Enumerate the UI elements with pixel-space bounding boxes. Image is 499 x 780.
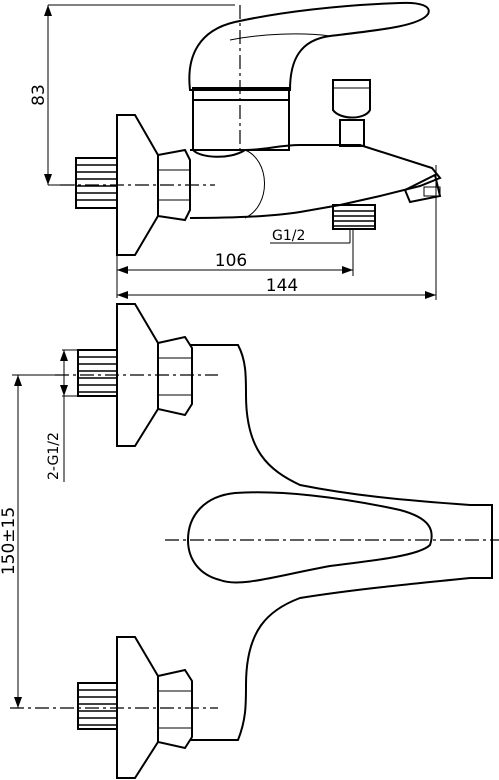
top-nut-upper xyxy=(157,335,193,417)
dimension-83: 83 xyxy=(29,4,235,186)
thread-g12-label: G1/2 xyxy=(272,228,305,244)
dimension-106-label: 106 xyxy=(215,251,247,271)
diverter-knob xyxy=(332,79,371,119)
top-view: 2-G1/2 150±15 xyxy=(0,303,499,779)
dimension-g12: G1/2 xyxy=(270,228,351,244)
lever-handle xyxy=(188,1,430,91)
top-flange-upper xyxy=(116,303,159,447)
thread-2g12-label: 2-G1/2 xyxy=(46,432,62,480)
top-inlet-thread-upper xyxy=(78,356,117,393)
side-inlet-thread xyxy=(76,164,117,201)
top-lever xyxy=(186,491,433,584)
dimension-150: 150±15 xyxy=(0,374,55,708)
dimension-2g12: 2-G1/2 xyxy=(46,349,78,482)
top-inlet-thread-lower xyxy=(78,689,117,726)
top-body xyxy=(190,344,493,741)
mixer-body xyxy=(189,144,442,219)
dimension-150-label: 150±15 xyxy=(0,507,19,575)
dimension-106: 106 xyxy=(116,229,354,298)
shower-outlet-thread xyxy=(333,210,375,227)
side-view: 83 G1/2 106 144 xyxy=(29,1,442,300)
top-flange-lower xyxy=(116,636,159,779)
dimension-144-label: 144 xyxy=(266,276,298,296)
top-nut-lower xyxy=(157,668,193,750)
dimension-83-label: 83 xyxy=(29,84,49,106)
dimension-144: 144 xyxy=(117,165,437,300)
